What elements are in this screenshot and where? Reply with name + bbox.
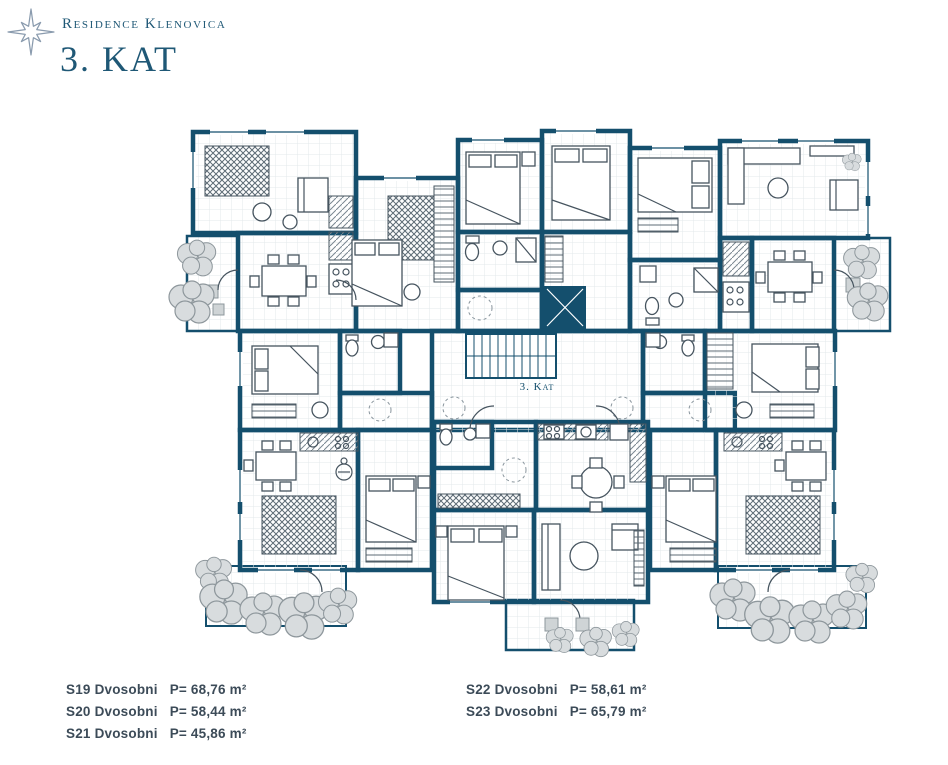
unit-area: P= 68,76 m² [169,681,247,697]
unit-area: P= 58,44 m² [169,703,247,719]
page-title: 3. KAT [60,39,178,79]
apartment-top-left [204,145,354,316]
unit-area: P= 45,86 m² [169,725,247,741]
apartment-lower-left [243,432,431,593]
legend-item: S21 Dvosobni P= 45,86 m² [66,722,247,744]
brand-name: Residence Klenovica [62,16,227,32]
stair-core [442,333,634,431]
apartment-top-right [722,145,862,313]
unit-label: S21 Dvosobni [66,725,158,741]
floor-label: 3. Kat [520,381,555,393]
legend-item: S20 Dvosobni P= 58,44 m² [66,700,247,722]
hall-top-centre [351,185,455,307]
logo-star-icon [7,8,55,56]
unit-label: S22 Dvosobni [466,681,558,697]
unit-label: S19 Dvosobni [66,681,158,697]
windows [190,128,871,605]
unit-label: S20 Dvosobni [66,703,158,719]
unit-area: P= 65,79 m² [569,703,647,719]
unit-area: P= 58,61 m² [569,681,647,697]
unit-label: S23 Dvosobni [466,703,558,719]
legend-right-column: S22 Dvosobni P= 58,61 m² S23 Dvosobni P=… [466,678,647,722]
bedroom-middle-left [251,332,399,422]
apartment-top-middle [544,145,719,329]
apartment-lower-centre [435,423,647,632]
legend-item: S22 Dvosobni P= 58,61 m² [466,678,647,700]
legend-item: S19 Dvosobni P= 68,76 m² [66,678,247,700]
legend-left-column: S19 Dvosobni P= 68,76 m² S20 Dvosobni P=… [66,678,247,744]
legend-item: S23 Dvosobni P= 65,79 m² [466,700,647,722]
bedroom-top-centre [464,151,537,321]
bedroom-middle-right [645,332,820,422]
apartment-lower-right [651,432,827,593]
